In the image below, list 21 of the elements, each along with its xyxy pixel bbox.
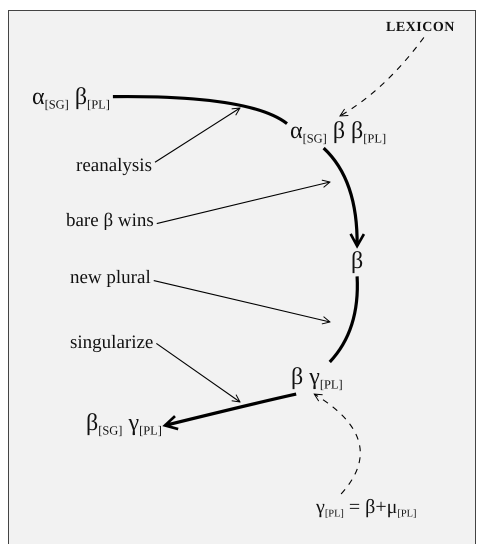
dashed-arrow bbox=[314, 394, 361, 494]
formula-label: β bbox=[351, 248, 364, 274]
equation-label: γ$_{[PL]}$ = β+μ$_{[PL]}$ bbox=[316, 496, 416, 520]
formula-label: α$_{[SG]}$ β$_{[PL]}$ bbox=[32, 84, 110, 112]
dashed-arrow bbox=[340, 37, 424, 116]
source-label: LEXICON bbox=[386, 20, 455, 36]
process-label: new plural bbox=[70, 268, 151, 289]
arrow bbox=[154, 108, 240, 163]
process-label: reanalysis bbox=[76, 156, 152, 177]
formula-label: β γ$_{[PL]}$ bbox=[291, 364, 343, 392]
arrow bbox=[164, 392, 297, 430]
process-label: bare β wins bbox=[66, 211, 154, 232]
arrow bbox=[156, 180, 330, 224]
formula-label: α$_{[SG]}$ β β$_{[PL]}$ bbox=[290, 118, 386, 146]
arrow bbox=[154, 280, 330, 324]
curved-line bbox=[328, 276, 359, 364]
curved-line bbox=[112, 94, 288, 125]
process-label: singularize bbox=[70, 333, 154, 354]
arrow bbox=[156, 343, 240, 402]
formula-label: β$_{[SG]}$ γ$_{[PL]}$ bbox=[86, 410, 162, 438]
arrow bbox=[322, 146, 365, 248]
